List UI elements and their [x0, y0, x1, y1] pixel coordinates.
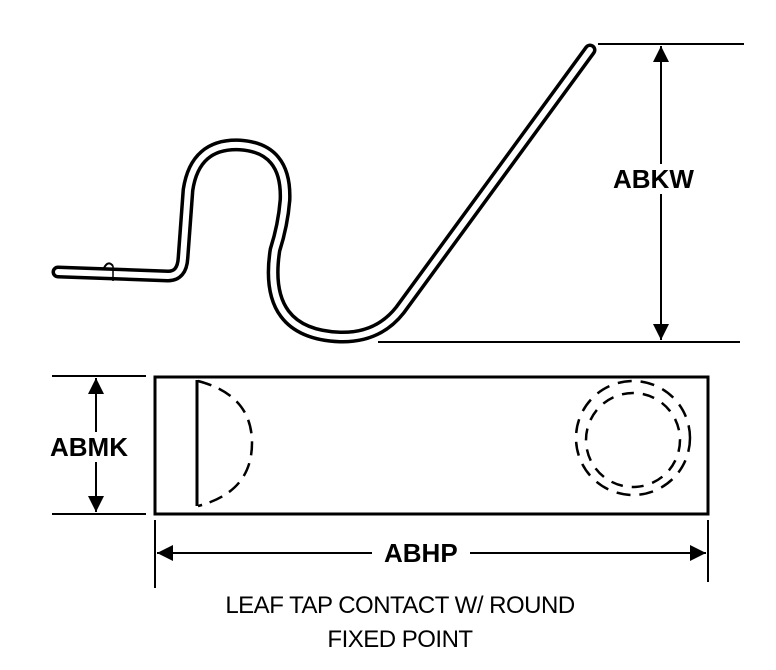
caption-line-1: LEAF TAP CONTACT W/ ROUND: [225, 592, 575, 619]
dimension-label-abmk: ABMK: [50, 432, 128, 462]
leaf-contact-top-view: [153, 375, 710, 516]
caption-line-2: FIXED POINT: [327, 626, 473, 653]
leaf-contact-side-view: [51, 43, 597, 344]
dimension-label-abkw: ABKW: [613, 164, 694, 194]
dimension-label-abhp: ABHP: [372, 540, 470, 566]
